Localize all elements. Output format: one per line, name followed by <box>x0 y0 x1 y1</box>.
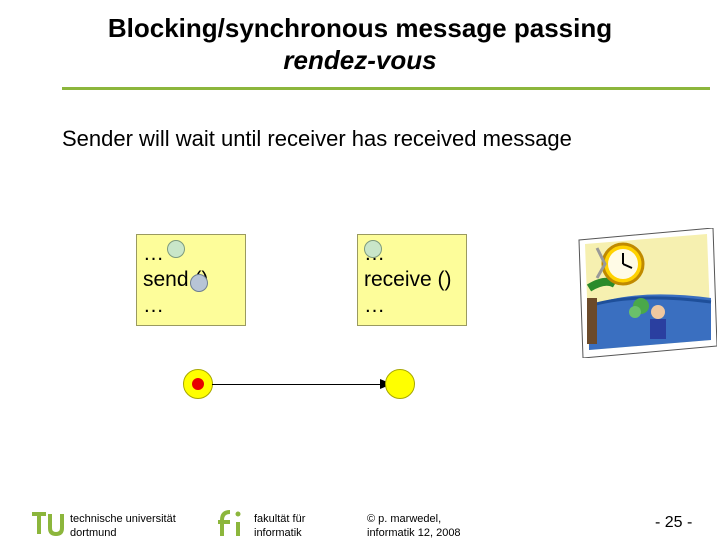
sender-line-3: … <box>143 294 164 317</box>
waiting-clipart-icon <box>578 228 717 358</box>
sender-blocked-bubble-icon <box>190 274 208 292</box>
copyright-line-1: © p. marwedel, <box>367 513 442 525</box>
sender-line-1: … <box>143 242 164 265</box>
sender-process-dot <box>183 369 213 399</box>
fi-logo-icon <box>218 510 241 536</box>
receiver-line-3: … <box>364 294 385 317</box>
title-line-2: rendez-vous <box>283 45 437 75</box>
receiver-process-dot <box>385 369 415 399</box>
university-line-2: dortmund <box>70 527 117 539</box>
page-number: - 25 - <box>655 514 693 531</box>
copyright: © p. marwedel, informatik 12, 2008 <box>367 512 461 540</box>
sender-box: … send () … <box>136 234 246 326</box>
title-rule <box>62 87 710 90</box>
faculty-name: fakultät für informatik <box>254 512 305 540</box>
lead-text: Sender will wait until receiver has rece… <box>62 126 572 151</box>
title-line-1: Blocking/synchronous message passing <box>107 13 613 43</box>
receiver-line-2: receive () <box>364 268 452 291</box>
receiver-bubble-icon <box>364 240 382 258</box>
blocked-indicator <box>192 378 204 390</box>
faculty-line-2: informatik <box>254 527 302 539</box>
faculty-line-1: fakultät für <box>254 513 306 525</box>
tu-logo-icon <box>32 512 64 537</box>
university-name: technische universität dortmund <box>70 512 176 540</box>
university-line-1: technische universität <box>70 513 176 525</box>
copyright-line-2: informatik 12, 2008 <box>367 527 461 539</box>
message-arrow <box>212 384 382 385</box>
sender-bubble-icon <box>167 240 185 258</box>
slide-title: Blocking/synchronous message passing ren… <box>0 12 720 76</box>
